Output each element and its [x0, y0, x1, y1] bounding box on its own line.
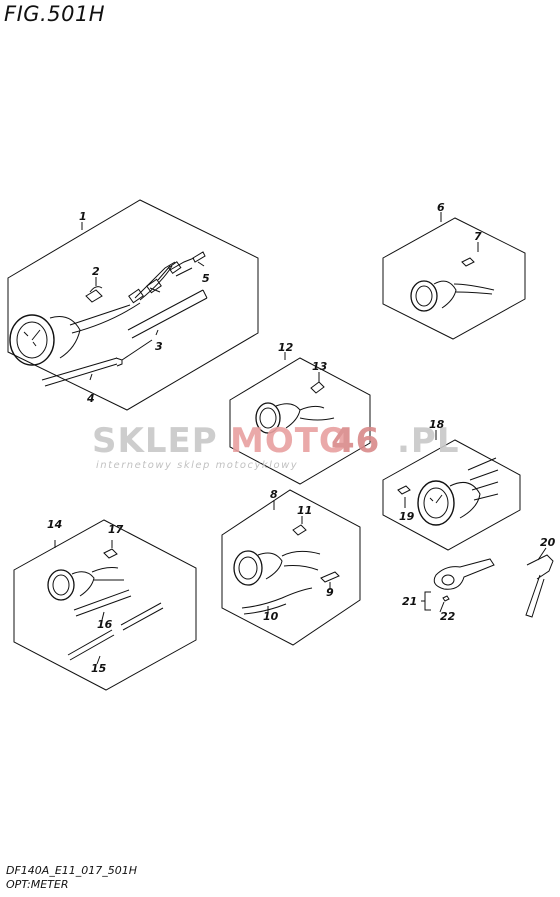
callout-22: 22	[440, 610, 456, 623]
callout-13: 13	[312, 360, 328, 373]
footer-drawing-name: OPT:METER	[6, 878, 69, 891]
footer-drawing-code: DF140A_E11_017_501H	[6, 864, 138, 877]
watermark-tagline: internetowy sklep motocyklowy	[96, 460, 298, 471]
callout-8: 8	[270, 488, 278, 501]
group-box-1	[7, 199, 259, 411]
callout-2: 2	[92, 265, 100, 278]
callout-7: 7	[474, 230, 482, 243]
callout-19: 19	[399, 510, 415, 523]
group-box-18	[382, 439, 521, 551]
group-box-8	[221, 489, 361, 646]
callout-20: 20	[540, 536, 556, 549]
callout-21: 21	[402, 595, 417, 608]
callout-21-bracket	[421, 591, 431, 611]
callout-18: 18	[429, 418, 445, 431]
watermark-brand-left: SKLEP	[92, 421, 218, 461]
watermark: SKLEP MOTO 46 .PL internetowy sklep moto…	[92, 421, 460, 471]
callout-4: 4	[86, 392, 95, 405]
group-box-14	[13, 519, 197, 691]
callout-11: 11	[297, 504, 312, 517]
callout-3: 3	[155, 340, 163, 353]
callout-1: 1	[79, 210, 87, 223]
group-box-12	[229, 357, 371, 485]
callout-labels: 1 2 3 4 5 6 7 8 9 10 11 12 13 14 15 16 1…	[47, 201, 556, 675]
callout-10: 10	[263, 610, 279, 623]
callout-12: 12	[278, 341, 294, 354]
callout-6: 6	[437, 201, 445, 214]
part-20-bracket	[525, 554, 554, 618]
callout-14: 14	[47, 518, 62, 531]
watermark-brand-right: .PL	[397, 421, 460, 461]
part-21-bracket	[433, 558, 495, 590]
callout-15: 15	[91, 662, 107, 675]
watermark-brand-num: 46	[331, 421, 380, 461]
callout-9: 9	[326, 586, 334, 599]
figure-title: FIG.501H	[4, 2, 106, 26]
callout-17: 17	[108, 523, 124, 536]
watermark-brand-mid: MOTO	[230, 421, 349, 461]
callout-5: 5	[202, 272, 210, 285]
callout-16: 16	[97, 618, 113, 631]
group-box-6	[382, 217, 526, 340]
